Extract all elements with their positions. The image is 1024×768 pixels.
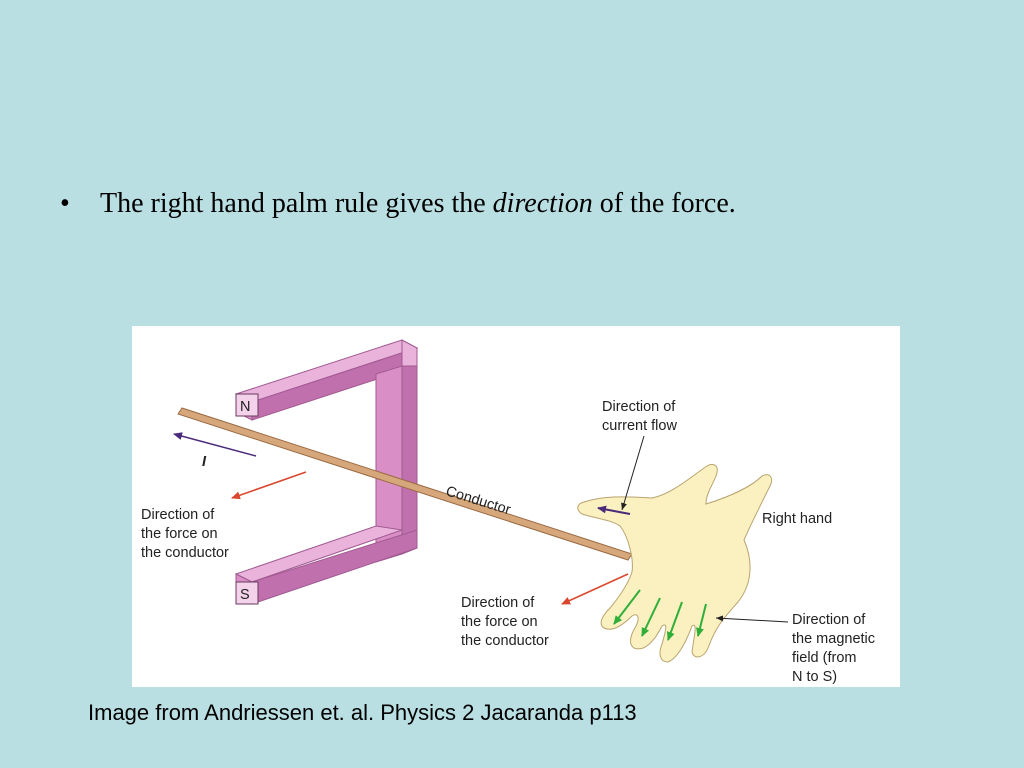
image-caption: Image from Andriessen et. al. Physics 2 … [88,700,637,725]
north-pole-label: N [240,399,250,415]
hand-force-arrow [561,573,629,605]
left-force-label: Direction of the force on the conductor [141,507,229,561]
bullet-point: • The right hand palm rule gives the dire… [60,188,736,220]
conductor-label: Conductor [444,484,513,519]
bullet-text-prefix: The right hand palm rule gives the [100,188,493,219]
south-pole-label: S [240,587,250,603]
field-arrow-1 [613,589,641,625]
north-pole-face [235,393,259,417]
current-symbol: I [202,454,207,470]
left-force-arrow [231,471,307,500]
field-pointer [715,615,789,623]
magnetic-field-label: Direction of the magnetic field (from N … [792,612,879,685]
right-hand [577,463,773,663]
diagram-canvas: N S Conductor I Direction of the force o… [141,339,879,685]
field-arrow-4 [696,603,707,637]
field-arrow-2 [641,597,661,637]
current-flow-pointer [621,435,645,511]
hand-force-label: Direction of the force on the conductor [461,595,549,649]
bullet-text-emphasis: direction [492,188,593,219]
horseshoe-magnet: N S [234,339,419,605]
thumb-current-arrow [597,505,631,515]
right-hand-label: Right hand [762,511,832,527]
right-hand-rule-diagram: N S Conductor I Direction of the force o… [132,326,900,687]
current-arrow [173,432,257,457]
south-pole-face [235,581,259,605]
bullet-symbol: • [60,188,70,219]
bullet-text-suffix: of the force. [592,188,736,219]
current-flow-label: Direction of current flow [602,399,679,434]
field-arrow-3 [667,601,683,641]
